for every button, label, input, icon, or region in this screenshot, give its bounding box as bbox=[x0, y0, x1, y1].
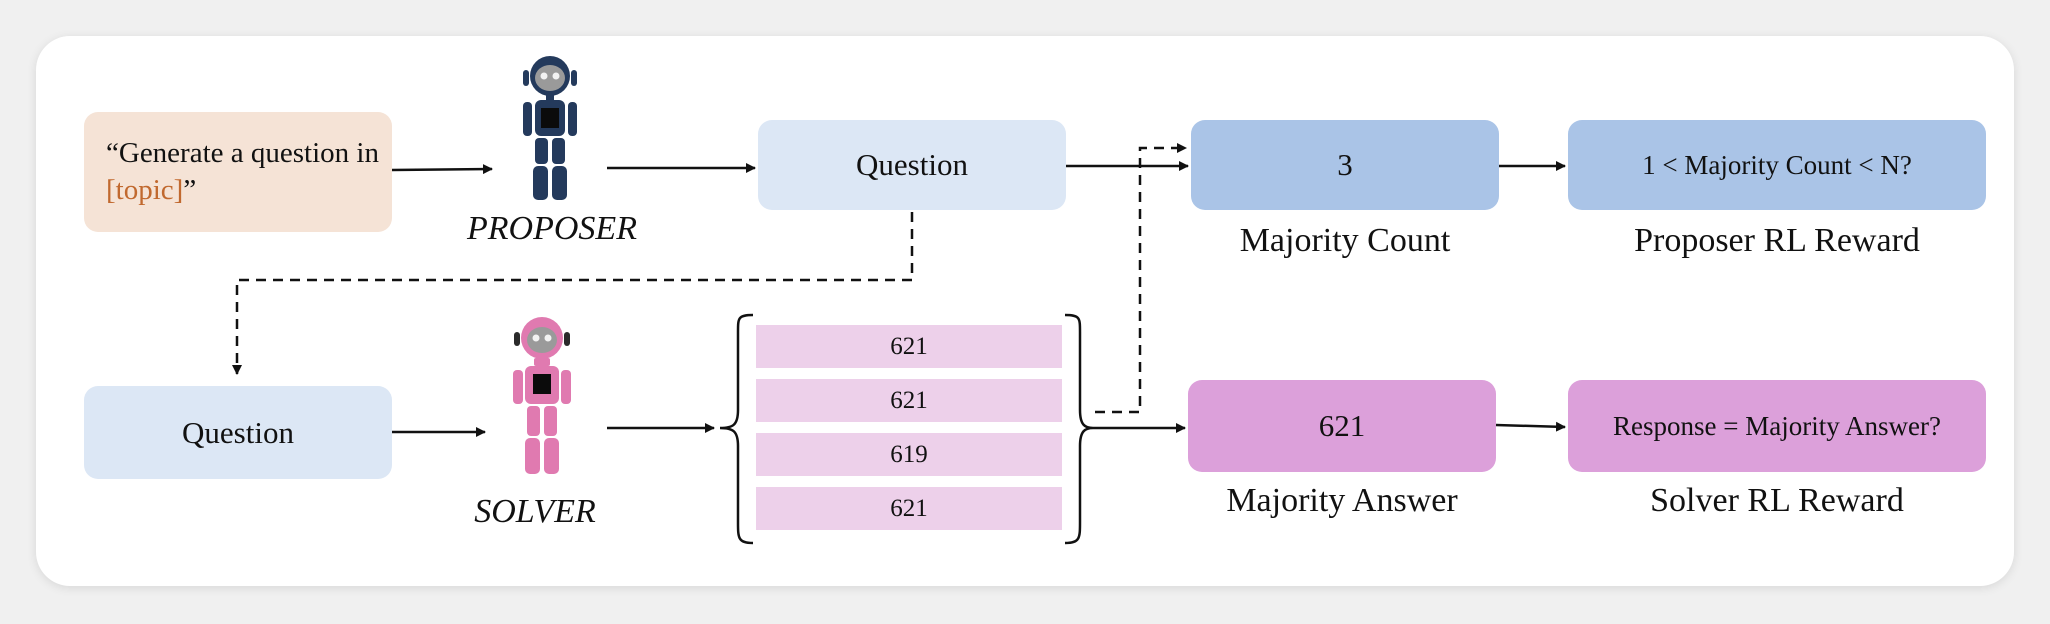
dashed-question-to-bottom bbox=[232, 212, 914, 375]
response-item: 621 bbox=[756, 487, 1062, 530]
question-bottom-box: Question bbox=[84, 386, 392, 479]
proposer-reward-label: Proposer RL Reward bbox=[1634, 222, 1920, 259]
solver-label: SOLVER bbox=[474, 493, 596, 530]
response-item: 619 bbox=[756, 433, 1062, 476]
majority-count-label: Majority Count bbox=[1239, 222, 1451, 259]
response-item: 621 bbox=[756, 379, 1062, 422]
arrow-prompt-to-proposer bbox=[391, 164, 493, 175]
majority-count-box: 3 bbox=[1191, 120, 1499, 210]
prompt-box: “Generate a question in [topic]” bbox=[84, 112, 392, 232]
solver-reward-label: Solver RL Reward bbox=[1650, 482, 1904, 519]
topic-placeholder: [topic] bbox=[106, 174, 184, 206]
solver-robot-icon bbox=[513, 317, 571, 474]
proposer-reward-box: 1 < Majority Count < N? bbox=[1568, 120, 1986, 210]
response-item: 621 bbox=[756, 325, 1062, 368]
left-brace bbox=[719, 313, 754, 545]
proposer-label: PROPOSER bbox=[467, 210, 637, 247]
majority-answer-box: 621 bbox=[1188, 380, 1496, 472]
dashed-responses-to-count bbox=[1095, 143, 1187, 414]
right-brace bbox=[1064, 313, 1094, 545]
arrow-answer-to-solver-reward bbox=[1495, 421, 1566, 432]
question-top-box: Question bbox=[758, 120, 1066, 210]
proposer-robot-icon bbox=[523, 56, 577, 200]
majority-answer-label: Majority Answer bbox=[1226, 482, 1458, 519]
solver-reward-box: Response = Majority Answer? bbox=[1568, 380, 1986, 472]
prompt-text: “Generate a question in [topic]” bbox=[106, 137, 379, 206]
